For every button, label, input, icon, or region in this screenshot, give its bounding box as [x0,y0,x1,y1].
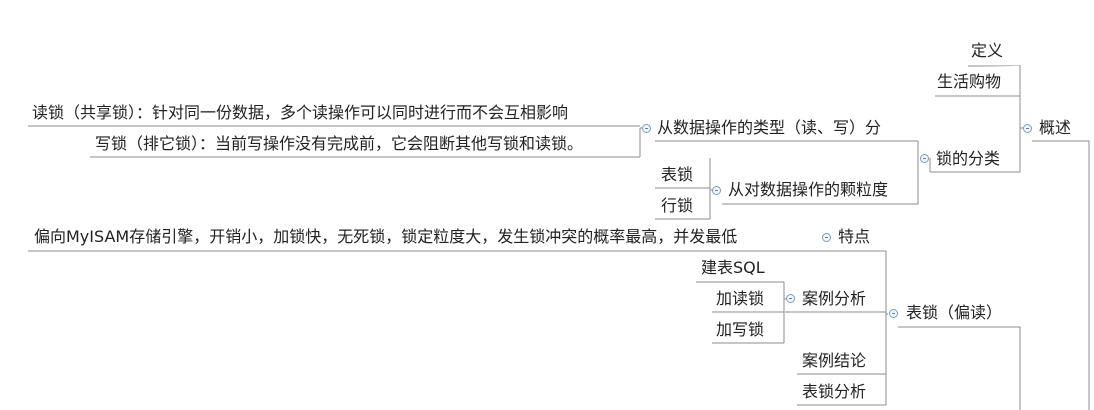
collapse-toggle-icon[interactable] [822,233,831,242]
node-gaishu[interactable]: 概述 [1039,118,1072,137]
node-tedian-desc[interactable]: 偏向MyISAM存储引擎，开销小，加锁快，无死锁，锁定粒度大，发生锁冲突的概率最… [34,227,738,246]
node-biaosuo-leaf[interactable]: 表锁 [661,165,694,184]
node-xiesuo[interactable]: 写锁（排它锁）：当前写操作没有完成前，它会阻断其他写锁和读锁。 [95,134,584,153]
collapse-toggle-icon[interactable] [920,154,929,163]
node-biaosuo-piandu[interactable]: 表锁（偏读） [906,303,1003,322]
node-jiadusuo[interactable]: 加读锁 [716,289,765,308]
collapse-toggle-icon[interactable] [889,309,898,318]
node-anli-jielun[interactable]: 案例结论 [802,351,867,370]
node-keli[interactable]: 从对数据操作的颗粒度 [728,180,889,199]
node-dusuo[interactable]: 读锁（共享锁）：针对同一份数据，多个读操作可以同时进行而不会互相影响 [32,103,569,122]
node-suo-fenlei[interactable]: 锁的分类 [936,149,1001,168]
collapse-toggle-icon[interactable] [712,186,721,195]
node-tedian[interactable]: 特点 [838,227,871,246]
node-shenghuo[interactable]: 生活购物 [937,72,1002,91]
node-biaosuo-fenxi[interactable]: 表锁分析 [802,382,867,401]
node-jianbiao[interactable]: 建表SQL [701,258,765,277]
collapse-toggle-icon[interactable] [1023,124,1032,133]
collapse-toggle-icon[interactable] [786,294,795,303]
node-dingyi[interactable]: 定义 [971,41,1004,60]
node-jiaxiesuo[interactable]: 加写锁 [716,320,765,339]
node-hangsuo[interactable]: 行锁 [661,196,694,215]
collapse-toggle-icon[interactable] [642,124,651,133]
node-anli-fenxi[interactable]: 案例分析 [802,289,867,308]
node-shuju-leixing[interactable]: 从数据操作的类型（读、写）分 [657,118,882,137]
